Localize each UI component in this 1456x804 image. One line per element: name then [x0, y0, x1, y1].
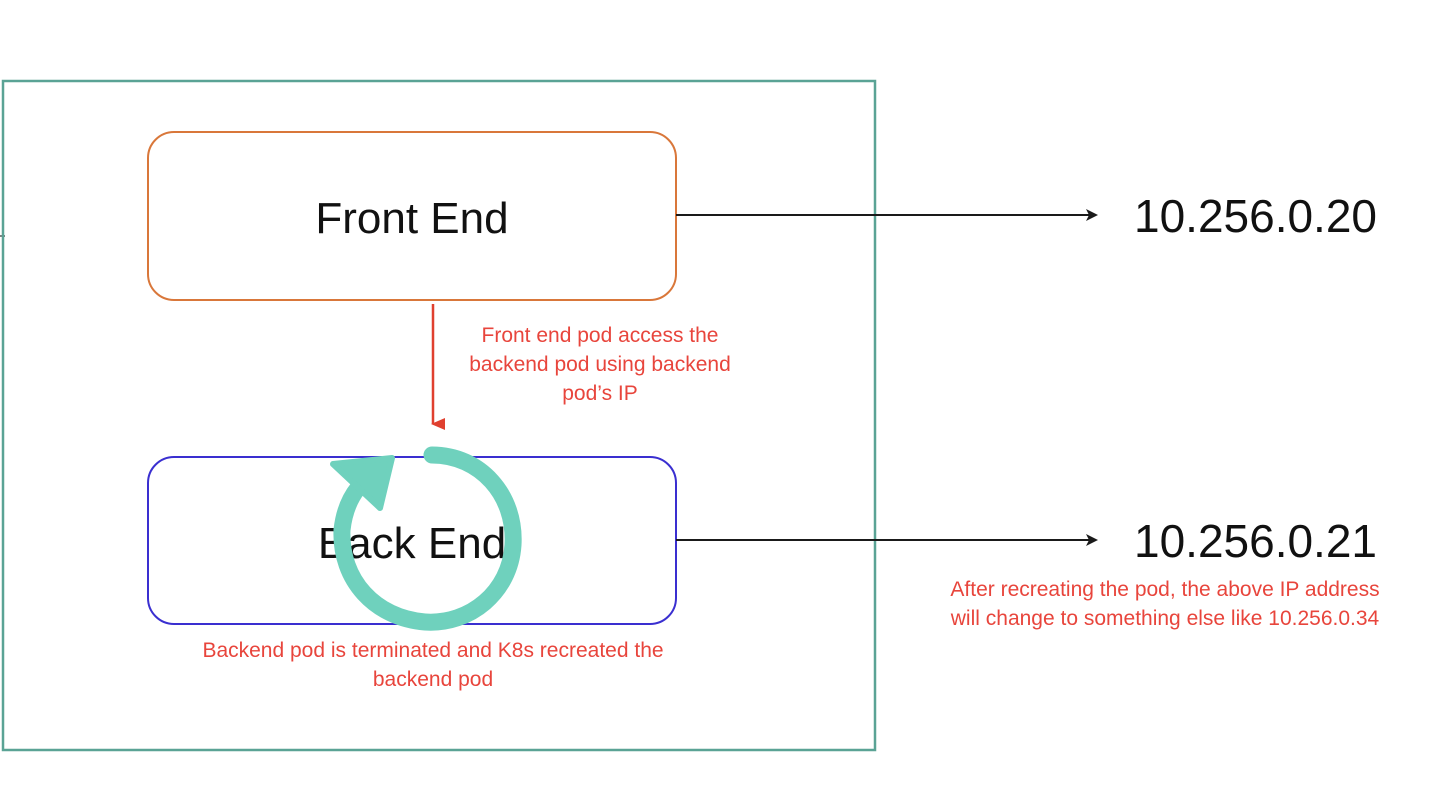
front-end-label: Front End	[315, 194, 508, 243]
ip-change-note: After recreating the pod, the above IP a…	[908, 575, 1422, 633]
pod-access-note-line-1: Front end pod access the	[481, 324, 719, 347]
pod-access-note: Front end pod access the backend pod usi…	[440, 321, 760, 408]
pod-recreated-note-line-2: backend pod	[372, 668, 494, 691]
pod-recreated-note: Backend pod is terminated and K8s recrea…	[150, 636, 716, 694]
ip-change-note-line-2: will change to something else like 10.25…	[950, 607, 1380, 630]
pod-access-note-line-2: backend pod using backend	[469, 353, 731, 376]
node-container	[1, 79, 877, 752]
pod-recreated-note-line-1: Backend pod is terminated and K8s recrea…	[202, 639, 664, 662]
refresh-icon	[330, 446, 522, 631]
front-end-ip: 10.256.0.20	[1134, 190, 1377, 242]
pod-access-note-line-3: pod’s IP	[562, 382, 638, 405]
back-end-ip: 10.256.0.21	[1134, 515, 1377, 567]
ip-change-note-line-1: After recreating the pod, the above IP a…	[950, 578, 1380, 601]
